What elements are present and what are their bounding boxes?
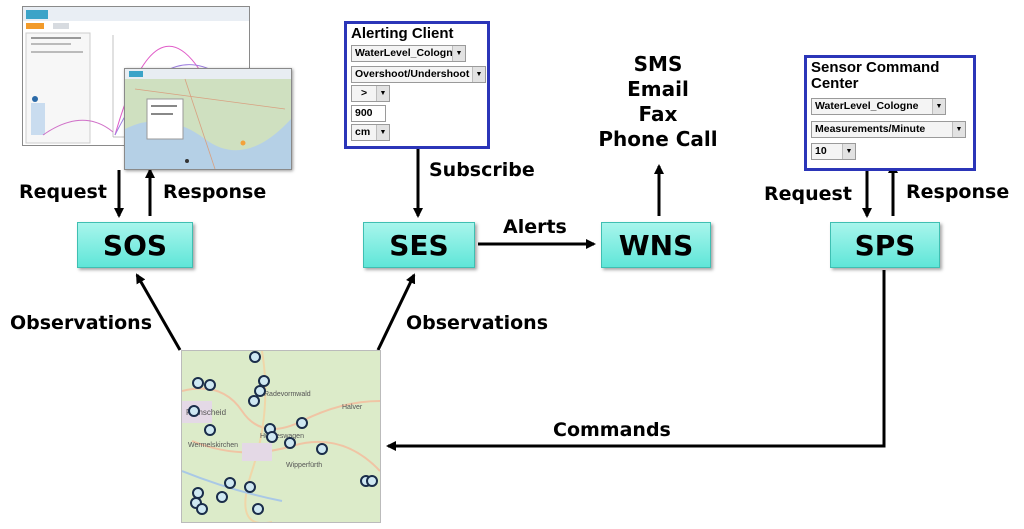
chevron-down-icon: ▼ <box>842 144 855 159</box>
sensor-select-value: WaterLevel_Cologne <box>355 47 459 59</box>
chevron-down-icon: ▼ <box>472 67 485 82</box>
value-select[interactable]: 10 ▼ <box>811 143 856 160</box>
request-label-sos: Request <box>19 181 107 203</box>
sensor-marker <box>216 491 228 503</box>
sensor-marker <box>204 424 216 436</box>
chevron-down-icon: ▼ <box>452 46 465 61</box>
observations-arrow-ses <box>376 273 416 351</box>
chevron-down-icon: ▼ <box>932 99 945 114</box>
map-place-wipperfuerth: Wipperfürth <box>286 462 322 469</box>
parameter-select[interactable]: Measurements/Minute ▼ <box>811 121 966 138</box>
sensor-marker <box>192 487 204 499</box>
chevron-down-icon: ▼ <box>952 122 965 137</box>
event-select[interactable]: Overshoot/Undershoot ▼ <box>351 66 486 83</box>
wns-node: WNS <box>601 222 711 268</box>
map-place-wermelskirchen: Wermelskirchen <box>188 442 238 449</box>
observations-arrow-sos <box>135 273 182 351</box>
event-select-value: Overshoot/Undershoot <box>355 68 470 80</box>
map-place-remscheid: Remscheid <box>186 408 226 417</box>
map-place-radevormwald: Radevormwald <box>264 391 311 398</box>
map-place-halver: Halver <box>342 404 363 411</box>
map-place-hueckeswagen: Hückeswagen <box>260 433 304 440</box>
sensor-select[interactable]: WaterLevel_Cologne ▼ <box>811 98 946 115</box>
sensor-marker <box>248 395 260 407</box>
observations-label-right: Observations <box>406 312 549 334</box>
request-label-sps: Request <box>764 183 852 205</box>
sensor-marker <box>316 443 328 455</box>
value-select-value: 10 <box>815 145 827 157</box>
unit-select-value: cm <box>355 126 371 138</box>
alerts-label: Alerts <box>503 216 567 238</box>
sensor-marker <box>196 503 208 515</box>
sensor-marker <box>244 481 256 493</box>
observations-label-left: Observations <box>10 312 153 334</box>
response-label-sos: Response <box>163 181 267 203</box>
sensor-marker <box>249 351 261 363</box>
sensor-select-value: WaterLevel_Cologne <box>815 100 919 112</box>
sensor-marker <box>192 377 204 389</box>
sensor-marker <box>252 503 264 515</box>
sensor-map: Radevormwald Remscheid Halver Wermelskir… <box>181 350 381 523</box>
threshold-input[interactable]: 900 <box>351 105 386 122</box>
operator-select-value: > <box>361 87 368 99</box>
operator-select[interactable]: > ▼ <box>351 85 390 102</box>
subscribe-label: Subscribe <box>429 159 535 181</box>
sensor-marker <box>296 417 308 429</box>
response-label-sps: Response <box>906 181 1010 203</box>
commands-connector <box>386 270 886 451</box>
sensor-marker <box>366 475 378 487</box>
parameter-select-value: Measurements/Minute <box>815 123 926 135</box>
channel-phone: Phone Call <box>598 127 718 151</box>
sensor-marker <box>266 431 278 443</box>
sensor-marker <box>258 375 270 387</box>
channel-fax: Fax <box>638 102 678 126</box>
sensor-marker <box>284 437 296 449</box>
sensor-marker <box>224 477 236 489</box>
command-center-title: Sensor Command Center <box>811 59 940 92</box>
chevron-down-icon: ▼ <box>376 125 389 140</box>
ses-node: SES <box>363 222 475 268</box>
notification-channels: SMS Email Fax Phone Call <box>597 52 719 152</box>
commands-label: Commands <box>553 419 671 441</box>
sos-map-screenshot <box>124 68 292 170</box>
sensor-marker <box>188 405 200 417</box>
unit-select[interactable]: cm ▼ <box>351 124 390 141</box>
sensor-command-center-panel: Sensor Command Center WaterLevel_Cologne… <box>804 55 976 171</box>
sensor-select[interactable]: WaterLevel_Cologne ▼ <box>351 45 466 62</box>
chevron-down-icon: ▼ <box>376 86 389 101</box>
alerting-client-panel: Alerting Client WaterLevel_Cologne ▼ Ove… <box>344 21 490 149</box>
sos-node: SOS <box>77 222 193 268</box>
channel-sms: SMS <box>633 52 683 76</box>
alerting-client-title: Alerting Client <box>351 25 454 42</box>
sensor-marker <box>204 379 216 391</box>
sps-node: SPS <box>830 222 940 268</box>
sensor-marker <box>254 385 266 397</box>
channel-email: Email <box>627 77 689 101</box>
